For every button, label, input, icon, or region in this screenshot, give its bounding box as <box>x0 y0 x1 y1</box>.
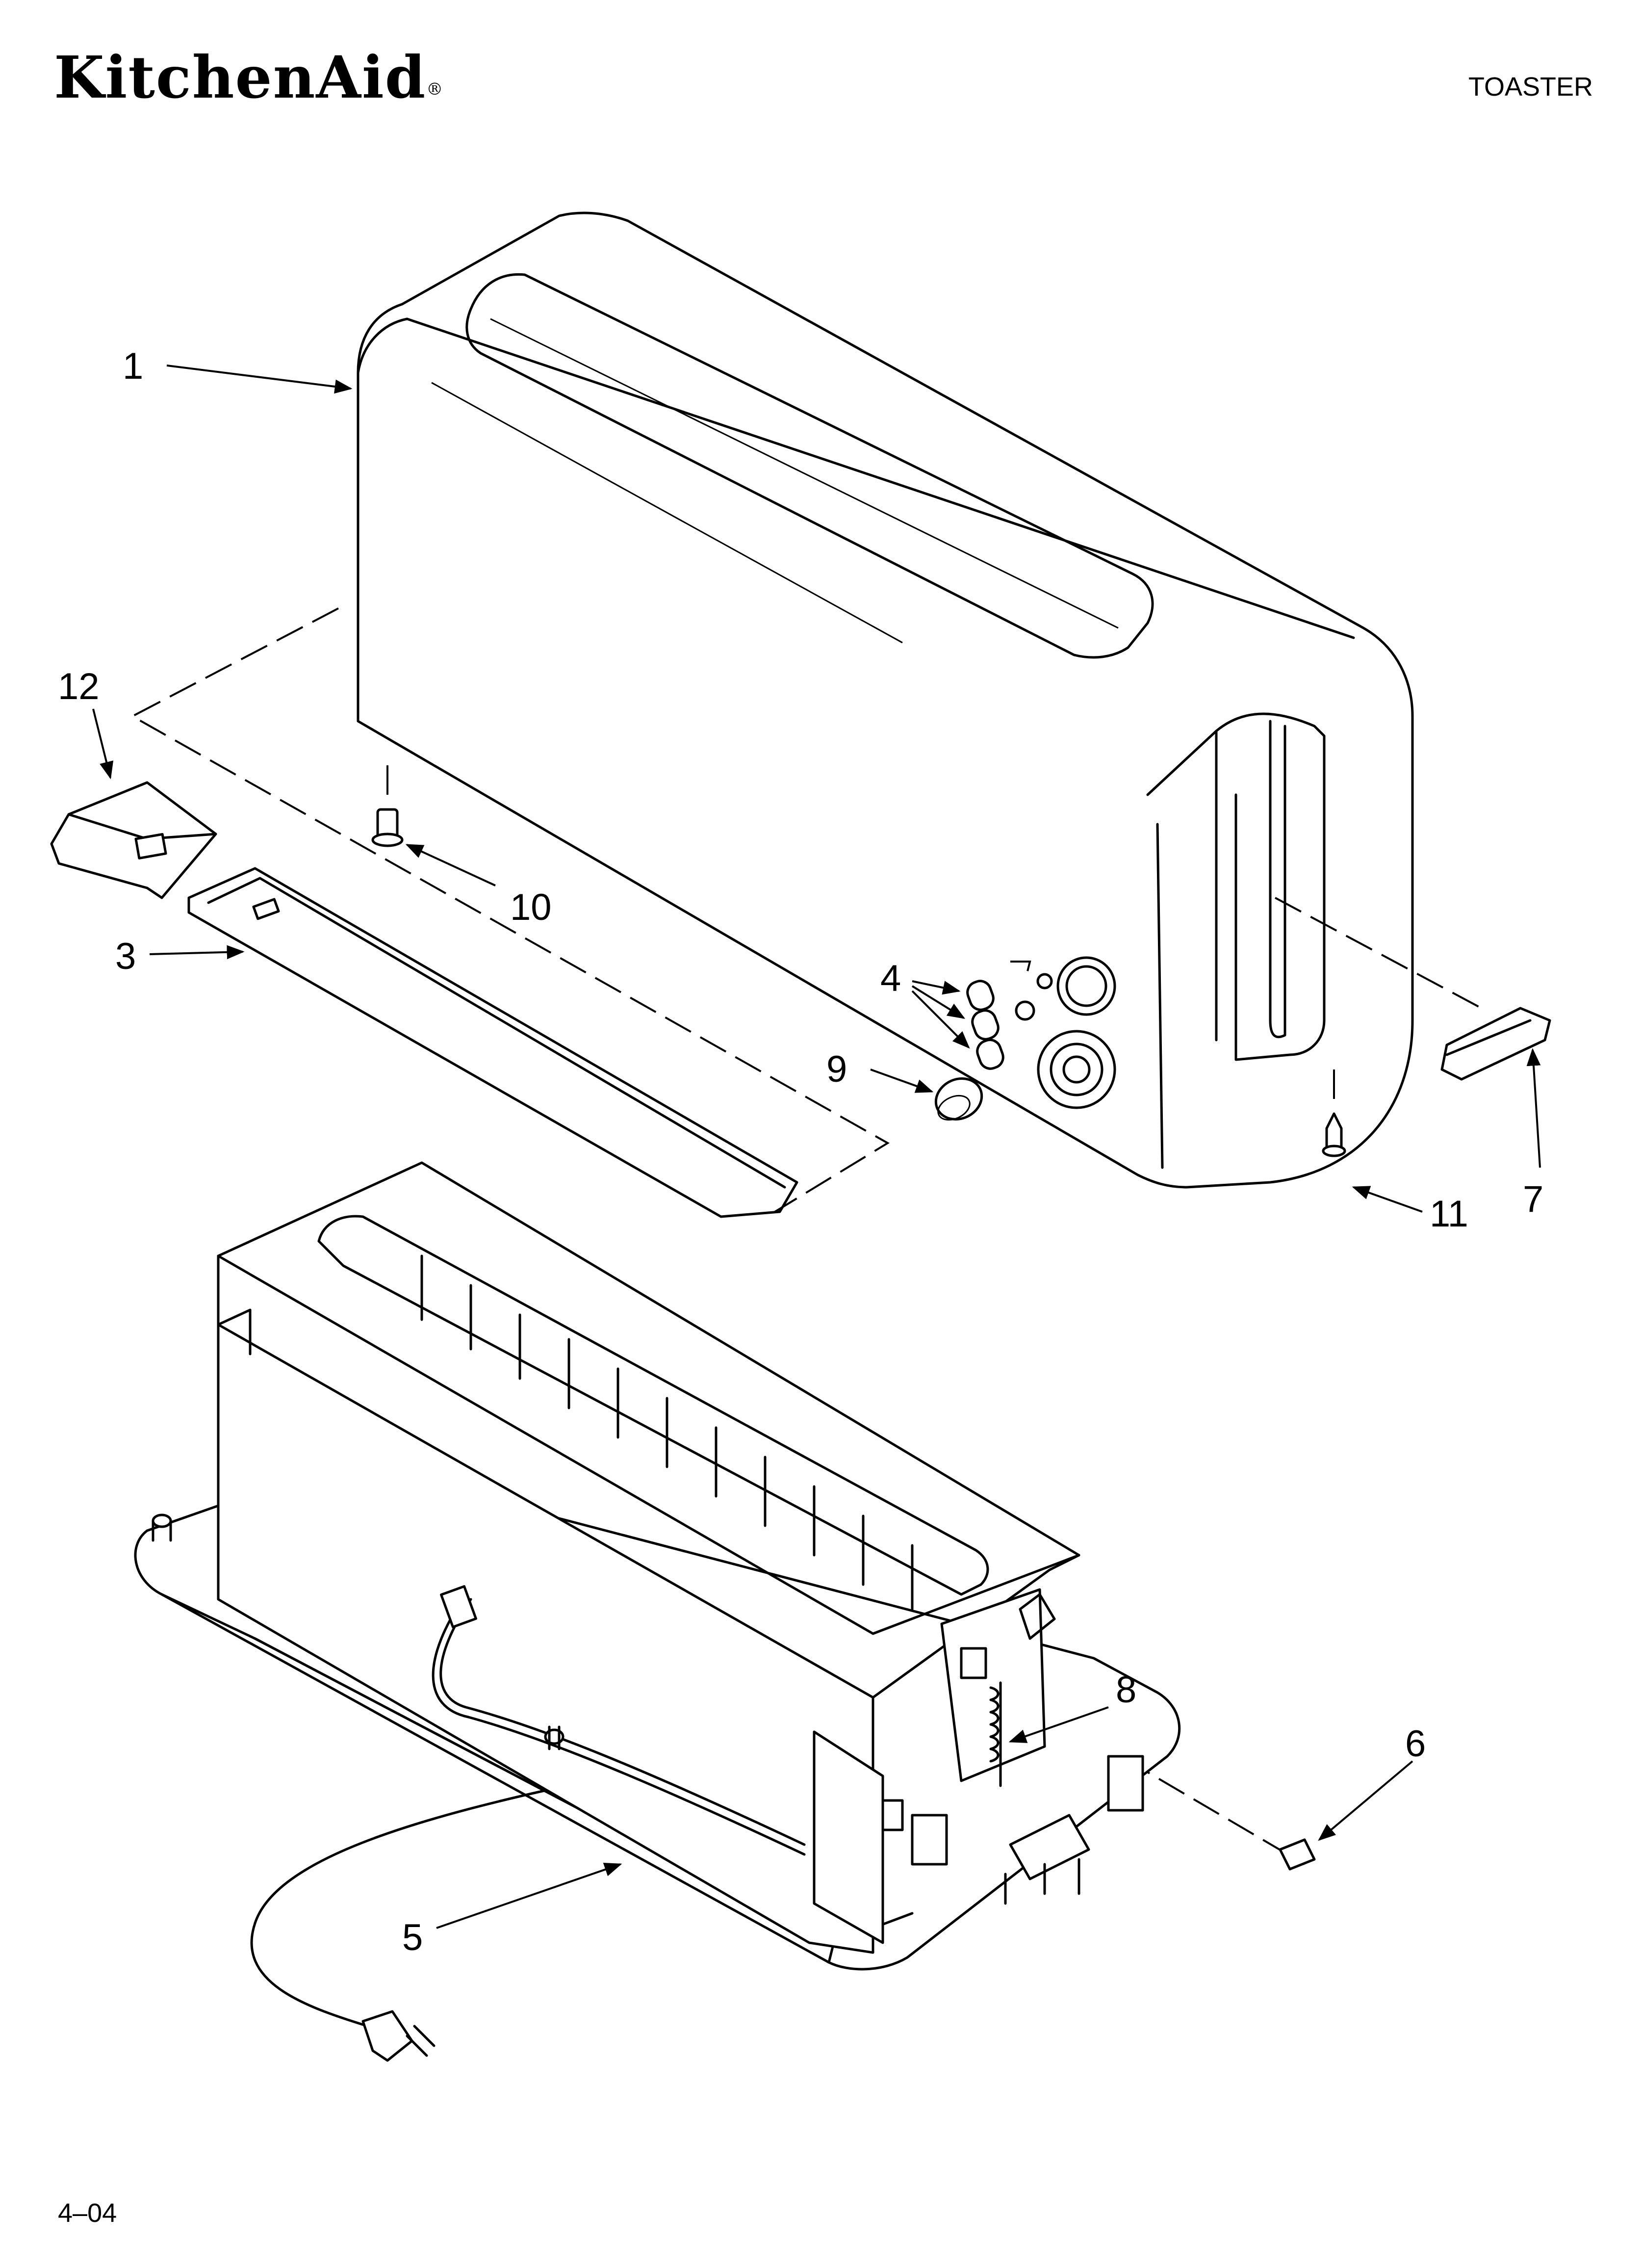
callout-5: 5 <box>402 1917 423 1958</box>
callout-9: 9 <box>826 1048 847 1090</box>
leader-5 <box>436 1863 622 1929</box>
stud-part-10 <box>371 765 404 847</box>
leader-12 <box>92 708 114 780</box>
control-knob <box>934 1077 983 1121</box>
leader-9 <box>870 1069 934 1093</box>
leader-8 <box>1008 1706 1109 1743</box>
leader-6 <box>1318 1760 1413 1841</box>
leader-4b <box>911 985 966 1019</box>
power-cord <box>250 1585 806 2062</box>
callout-11: 11 <box>1430 1193 1468 1235</box>
callout-6: 6 <box>1405 1723 1426 1765</box>
leader-10 <box>405 844 496 886</box>
leader-3 <box>149 945 245 960</box>
leader-4a <box>912 980 961 995</box>
housing-cover <box>357 211 1414 1189</box>
callout-10: 10 <box>510 886 552 928</box>
lever-right-part-7 <box>1440 1007 1551 1081</box>
brand-logo: KitchenAid® <box>54 43 444 111</box>
callout-3: 3 <box>115 936 136 977</box>
leader-1 <box>166 365 353 394</box>
clip-part-6 <box>1279 1838 1316 1871</box>
brand-name: KitchenAid <box>54 43 427 111</box>
footer-code: 4–04 <box>58 2198 117 2228</box>
leader-4c <box>911 990 970 1049</box>
control-buttons <box>966 980 1004 1070</box>
callout-12: 12 <box>58 666 100 707</box>
callout-8: 8 <box>1116 1669 1136 1711</box>
leader-7 <box>1526 1048 1541 1168</box>
alignment-line-top <box>130 607 890 1213</box>
leader-11 <box>1352 1186 1423 1213</box>
toaster-chassis <box>134 1161 1181 1971</box>
callout-4: 4 <box>880 958 901 999</box>
callout-1: 1 <box>123 345 143 387</box>
crumb-tray <box>187 867 798 1218</box>
callout-7: 7 <box>1523 1178 1543 1220</box>
lever-left-part-12 <box>50 781 217 899</box>
registered-mark: ® <box>426 79 444 99</box>
screw-part-11 <box>1322 1069 1346 1157</box>
section-title: TOASTER <box>1468 72 1593 102</box>
